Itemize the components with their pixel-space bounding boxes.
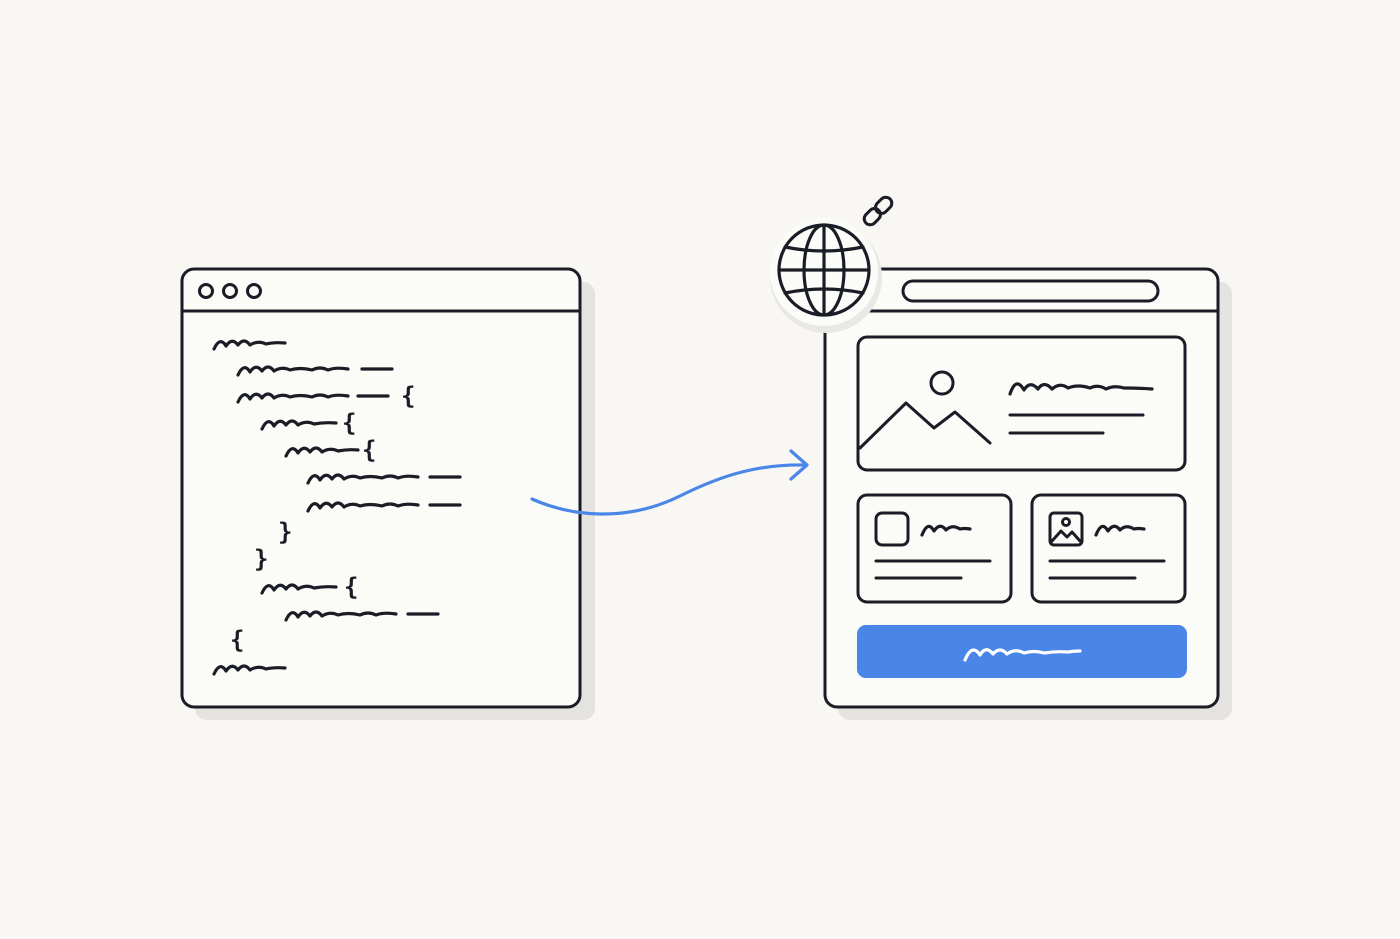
- code-brace-close: {: [230, 626, 244, 654]
- webpage-window-frame: [823, 267, 1220, 709]
- code-line-squiggle: [236, 392, 350, 404]
- code-window-frame: [180, 267, 582, 709]
- code-line-squiggle: [306, 473, 420, 485]
- image-icon: [1048, 511, 1084, 547]
- code-braces: { { { { } } {: [230, 382, 415, 654]
- code-line-squiggle: [284, 610, 398, 622]
- code-line-squiggle: [260, 419, 338, 431]
- window-controls: [198, 283, 262, 299]
- hero-heading-squiggle: [1008, 382, 1154, 396]
- arrow-head: [789, 449, 809, 481]
- code-line-squiggle: [212, 339, 287, 351]
- webpage-window: [823, 267, 1232, 720]
- arrow-curve: [530, 463, 808, 516]
- landscape-image-icon: [858, 370, 992, 450]
- code-line-squiggle: [284, 446, 360, 458]
- cta-button-label-squiggle: [963, 648, 1082, 662]
- code-brace-open: {: [362, 436, 376, 464]
- code-brace-open: {: [342, 409, 356, 437]
- code-brace-open: {: [344, 573, 358, 601]
- hero-card-frame: [856, 335, 1187, 472]
- card-right-frame: [1030, 493, 1187, 604]
- window-control-dot[interactable]: [198, 283, 214, 299]
- card-left-title-squiggle: [920, 524, 972, 537]
- code-brace-close: }: [278, 518, 292, 546]
- window-control-dot[interactable]: [246, 283, 262, 299]
- card-right-title-squiggle: [1094, 524, 1146, 537]
- code-line-squiggle: [236, 365, 350, 377]
- address-bar[interactable]: [901, 279, 1160, 303]
- link-icon[interactable]: [862, 195, 895, 228]
- card-left-frame: [856, 493, 1013, 604]
- card-left[interactable]: [856, 493, 1013, 604]
- square-icon: [874, 511, 910, 547]
- window-control-dot[interactable]: [222, 283, 238, 299]
- card-right[interactable]: [1030, 493, 1187, 604]
- code-brace-open: {: [401, 382, 415, 410]
- code-line-squiggle: [212, 664, 287, 676]
- curved-arrow-right-icon: [530, 449, 809, 516]
- code-lines: [212, 339, 462, 676]
- code-line-squiggle: [260, 583, 338, 595]
- globe-icon[interactable]: [777, 223, 871, 317]
- code-line-squiggle: [306, 501, 420, 513]
- hero-card[interactable]: [856, 335, 1187, 472]
- cta-button[interactable]: [857, 625, 1187, 678]
- code-brace-close: }: [254, 545, 268, 573]
- web-badge: [770, 195, 894, 333]
- code-editor-window: { { { { } } {: [180, 267, 595, 720]
